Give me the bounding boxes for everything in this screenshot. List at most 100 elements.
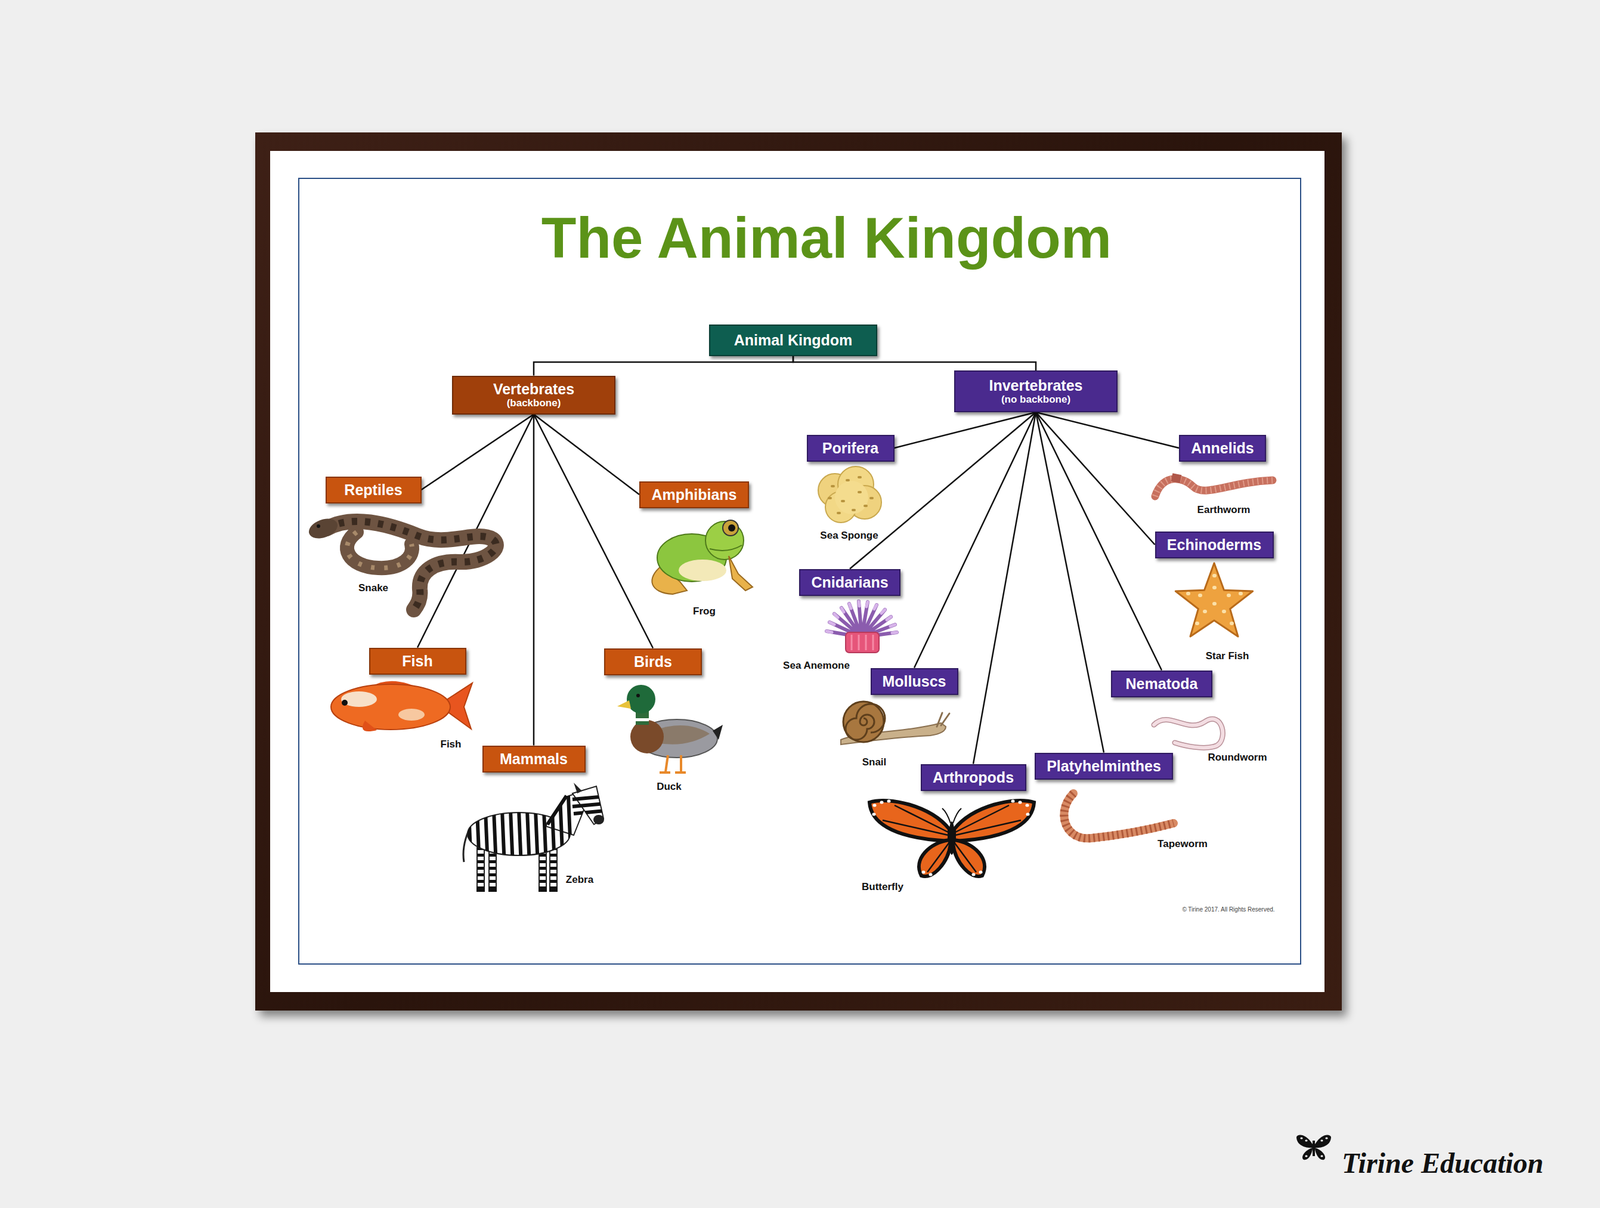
box-note: (no backbone) [1001, 394, 1071, 406]
anemone-picture [845, 632, 880, 653]
group-box: Invertebrates(no backbone) [954, 370, 1118, 413]
duck-picture [630, 719, 664, 754]
butterfly-picture [948, 821, 955, 855]
brand-icon [1296, 1134, 1332, 1160]
sponge-picture [828, 477, 873, 513]
duck-picture [635, 718, 649, 721]
tree-connector [533, 356, 794, 376]
duck-picture [712, 724, 723, 740]
diagram-title: The Animal Kingdom [541, 206, 1112, 270]
snake-picture [326, 521, 497, 610]
class-box: Birds [604, 648, 702, 676]
animal-name: Snake [358, 582, 389, 594]
roundworm-picture [1153, 718, 1223, 748]
brand-icon [1314, 1134, 1332, 1148]
box-heading: Nematoda [1125, 675, 1199, 693]
box-heading: Cnidarians [811, 573, 888, 591]
fish-picture [341, 699, 348, 706]
animal-name: Butterfly [861, 880, 904, 893]
roundworm-picture [1153, 718, 1223, 748]
snail-picture [845, 703, 885, 740]
box-heading: Fish [401, 652, 433, 670]
copyright-note: © Tirine 2017. All Rights Reserved. [1181, 905, 1275, 914]
zebra-picture [467, 781, 606, 895]
starfish-picture [1175, 562, 1253, 637]
animal-name: Fish [440, 738, 462, 751]
brand-icon [1312, 1140, 1315, 1156]
phylum-box: Arthropods [920, 763, 1027, 791]
tree-connector [1035, 412, 1162, 671]
fish-picture [362, 720, 377, 732]
animal-name: Duck [656, 780, 682, 793]
starfish-picture [1187, 575, 1241, 624]
frog-picture [651, 520, 753, 594]
class-box: Mammals [482, 745, 586, 773]
snail-picture [840, 701, 950, 745]
class-box: Fish [369, 647, 467, 675]
earthworm-picture [1155, 477, 1273, 497]
snail-picture [936, 712, 950, 727]
box-heading: Platyhelminthes [1046, 757, 1162, 775]
box-heading: Vertebrates [493, 380, 575, 398]
box-note: (backbone) [506, 397, 562, 410]
class-box: Amphibians [639, 481, 750, 509]
brand-icon [1314, 1147, 1326, 1160]
box-heading: Mammals [499, 750, 568, 768]
tree-connector [1035, 412, 1179, 448]
frog-picture [678, 559, 727, 581]
animal-name: Zebra [565, 873, 594, 886]
snake-picture [326, 521, 497, 610]
box-heading: Arthropods [932, 768, 1014, 786]
earthworm-picture [1171, 477, 1181, 479]
tree-connector [533, 414, 640, 495]
box-heading: Reptiles [344, 481, 402, 499]
anemone-picture [826, 601, 897, 633]
duck-picture [626, 684, 656, 714]
animal-name: Star Fish [1205, 650, 1250, 662]
animal-name: Frog [692, 605, 716, 618]
tapeworm-picture [1063, 793, 1174, 838]
phylum-box: Echinoderms [1155, 531, 1274, 559]
tree-connector [914, 412, 1036, 668]
animal-name: Sea Anemone [783, 659, 850, 672]
box-heading: Porifera [822, 439, 879, 457]
sponge-picture [818, 466, 882, 523]
tree-connector [533, 414, 654, 649]
starfish-picture [1175, 562, 1253, 637]
box-heading: Annelids [1190, 439, 1255, 457]
roundworm-picture [1153, 718, 1223, 748]
snake-picture [347, 531, 413, 568]
box-heading: Invertebrates [988, 376, 1083, 395]
box-heading: Birds [633, 653, 673, 671]
duck-picture [617, 700, 631, 709]
frog-picture [722, 520, 739, 536]
tree-connector [1035, 412, 1156, 545]
phylum-box: Cnidarians [799, 568, 901, 596]
box-heading: Molluscs [882, 672, 947, 690]
butterfly-picture [942, 808, 962, 823]
phylum-box: Nematoda [1110, 670, 1213, 698]
tapeworm-picture [1063, 793, 1174, 838]
animal-name: Roundworm [1207, 751, 1267, 764]
zebra-picture [573, 782, 583, 794]
tree-connector [793, 356, 1036, 371]
brand-icon [1296, 1134, 1313, 1148]
box-heading: Amphibians [651, 486, 737, 504]
zebra-picture [593, 814, 605, 825]
zebra-picture [476, 886, 558, 892]
butterfly-picture [882, 805, 1021, 872]
butterfly-picture [869, 800, 950, 841]
tree-connector [973, 412, 1036, 764]
snake-picture [316, 524, 321, 528]
tree-connector [1035, 412, 1104, 753]
snake-picture [347, 531, 413, 568]
snake-picture [305, 514, 497, 610]
butterfly-picture [873, 800, 1029, 875]
animal-name: Tapeworm [1157, 837, 1208, 850]
zebra-picture [467, 781, 606, 895]
phylum-box: Porifera [806, 434, 895, 462]
fish-picture [398, 708, 425, 721]
